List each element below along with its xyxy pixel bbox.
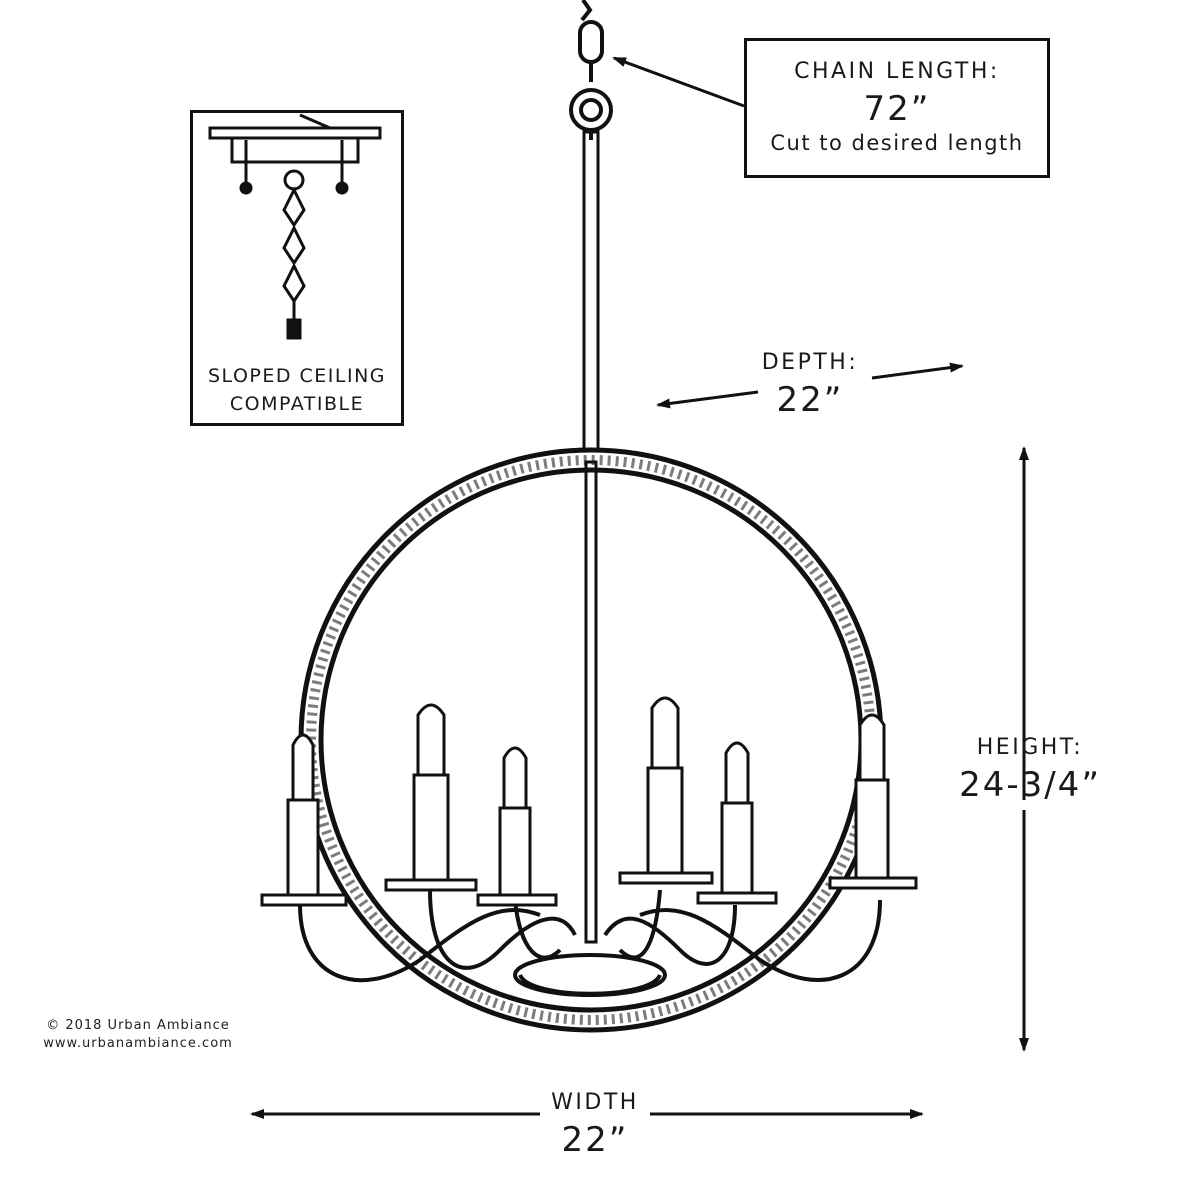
chain-arrow (612, 56, 745, 108)
candle-arms (298, 889, 882, 997)
chain-length-value: 72” (863, 89, 931, 129)
width-value: 22” (561, 1120, 629, 1160)
down-rod (582, 130, 600, 944)
dimension-arrows (250, 56, 1029, 1119)
copyright-url: www.urbanambiance.com (43, 1036, 233, 1051)
height-value: 24-3/4” (959, 765, 1101, 805)
copyright-line1: © 2018 Urban Ambiance (46, 1018, 230, 1033)
chain-length-box: CHAIN LENGTH: 72” Cut to desired length (744, 38, 1050, 178)
sloped-ceiling-line2: COMPATIBLE (229, 393, 365, 415)
sloped-ceiling-illustration (208, 113, 382, 340)
chain-length-note: Cut to desired length (770, 131, 1024, 155)
chain-graphic (569, 0, 613, 140)
height-title: HEIGHT: (976, 735, 1084, 760)
depth-title: DEPTH: (761, 350, 859, 375)
depth-value: 22” (776, 380, 844, 420)
depth-arrow-left (656, 390, 759, 409)
chain-length-title: CHAIN LENGTH: (794, 59, 1000, 84)
candles (260, 696, 918, 907)
width-title: WIDTH (551, 1090, 639, 1115)
sloped-ceiling-line1: SLOPED CEILING (207, 365, 387, 387)
depth-arrow-right (871, 362, 964, 380)
sloped-ceiling-box: SLOPED CEILING COMPATIBLE (190, 110, 404, 426)
